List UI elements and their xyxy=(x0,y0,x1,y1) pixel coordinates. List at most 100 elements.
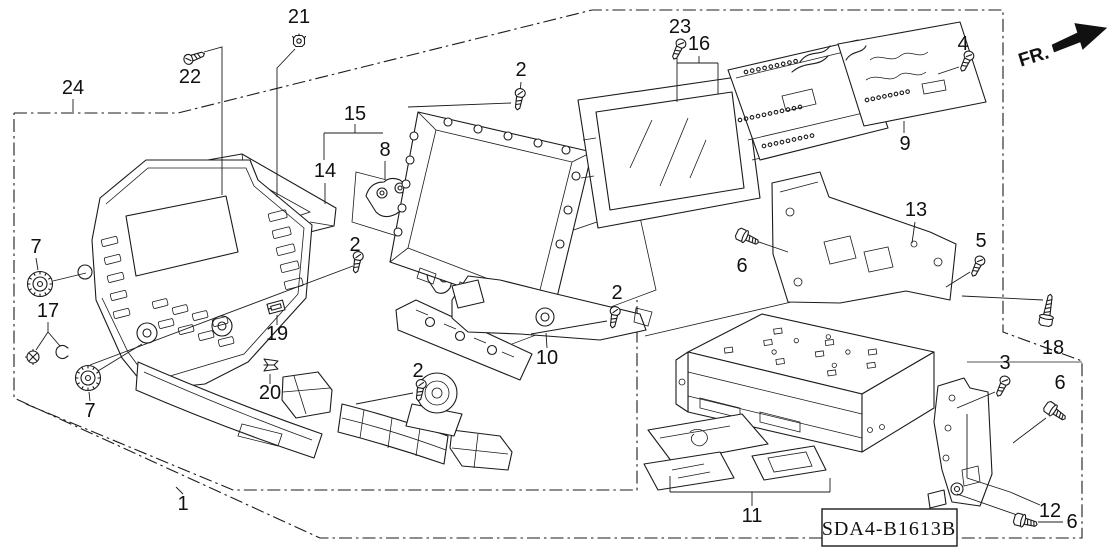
rear-board-back xyxy=(837,21,987,127)
clip-fold-icon xyxy=(263,358,279,372)
leader-line xyxy=(530,320,608,335)
leader-line xyxy=(35,257,39,271)
callout-6: 6 xyxy=(1054,372,1065,394)
callout-9: 9 xyxy=(899,133,910,155)
radio-chassis xyxy=(675,313,935,453)
bolt-long-icon xyxy=(1037,292,1058,328)
parts-layer xyxy=(77,21,993,509)
leader-line xyxy=(407,102,512,108)
callout-20: 20 xyxy=(259,382,281,404)
faceplate-knob-small xyxy=(77,264,93,280)
faceplate-buttons xyxy=(100,209,304,347)
part-code-box: SDA4-B1613B xyxy=(821,508,958,547)
wire-harness xyxy=(791,45,867,73)
leader-line xyxy=(35,331,49,351)
knob-icon xyxy=(74,364,102,392)
leader-line xyxy=(956,493,1018,516)
leader-line xyxy=(911,221,916,244)
bracket-10 xyxy=(451,275,653,341)
leader-line xyxy=(1009,491,1041,506)
leader-line xyxy=(175,486,184,495)
chin-garnish xyxy=(135,361,323,459)
callout-6: 6 xyxy=(1066,511,1077,533)
lcd-display xyxy=(577,75,762,229)
leader-line xyxy=(276,48,296,197)
callout-14: 14 xyxy=(314,160,336,182)
pads xyxy=(643,413,827,491)
bolt-icon xyxy=(733,226,762,250)
leader-line xyxy=(97,343,143,372)
knob-assembly xyxy=(405,372,463,437)
frame-bosses xyxy=(393,117,581,249)
leader-line xyxy=(1012,417,1047,444)
board-connector-dots xyxy=(737,58,910,149)
bolt-icon xyxy=(1012,511,1040,532)
callout-16: 16 xyxy=(688,33,710,55)
callout-3: 3 xyxy=(999,352,1010,374)
leader-line xyxy=(355,392,414,405)
leader-line xyxy=(937,66,960,75)
leader-line xyxy=(203,46,223,195)
callout-17: 17 xyxy=(37,300,59,322)
lcd-glass xyxy=(595,91,745,211)
callout-13: 13 xyxy=(905,199,927,221)
button-strip-pcb xyxy=(395,299,533,381)
bracket-13 xyxy=(771,171,957,304)
leader-line xyxy=(47,331,61,347)
callout-12: 12 xyxy=(1039,500,1061,522)
switch-pods xyxy=(281,371,513,471)
faceplate-knob-right xyxy=(211,315,233,337)
screw-icon xyxy=(992,373,1012,399)
bracket-12 xyxy=(927,377,993,509)
screw-icon xyxy=(967,253,987,279)
callout-2: 2 xyxy=(515,59,526,81)
console-faceplate xyxy=(77,159,313,391)
part-code: SDA4-B1613B xyxy=(822,518,956,540)
clip-c-icon xyxy=(55,344,69,360)
faceplate-knob-left xyxy=(136,322,158,344)
callout-2: 2 xyxy=(611,282,622,304)
knob-icon xyxy=(26,270,54,298)
callout-5: 5 xyxy=(975,230,986,252)
callout-19: 19 xyxy=(266,323,288,345)
leader-line xyxy=(956,391,996,409)
callout-22: 22 xyxy=(179,66,201,88)
leader-line xyxy=(945,271,971,288)
pushnut-icon xyxy=(24,348,40,366)
radio-group-box-edge xyxy=(644,299,801,337)
callout-15: 15 xyxy=(344,103,366,125)
callout-2: 2 xyxy=(412,360,423,382)
switch-group-box xyxy=(25,300,638,491)
chassis-pcb-components xyxy=(723,327,878,377)
leader-line xyxy=(966,477,1011,493)
nut-icon xyxy=(291,33,307,48)
callout-7: 7 xyxy=(84,400,95,422)
callout-21: 21 xyxy=(288,6,310,28)
callout-4: 4 xyxy=(957,33,968,55)
callout-18: 18 xyxy=(1042,337,1064,359)
screw-icon xyxy=(668,36,688,62)
chassis-right xyxy=(861,351,935,453)
display-frame xyxy=(389,111,593,319)
callout-1: 1 xyxy=(177,493,188,515)
screw-icon xyxy=(511,87,527,112)
callout-6: 6 xyxy=(736,255,747,277)
fr-direction: FR. xyxy=(1016,23,1108,71)
leader-line xyxy=(545,332,548,349)
display-opening xyxy=(125,195,239,277)
callout-11: 11 xyxy=(742,505,763,527)
callout-10: 10 xyxy=(536,347,558,369)
screw-icon xyxy=(181,48,207,67)
leader-line xyxy=(755,240,789,253)
leader-line xyxy=(961,295,1044,301)
fr-label: FR. xyxy=(1016,42,1051,71)
callout-8: 8 xyxy=(379,139,390,161)
fr-arrow-icon xyxy=(1051,23,1108,53)
bolt-icon xyxy=(1041,399,1070,425)
leader-line xyxy=(88,391,91,402)
leader-line xyxy=(52,272,87,282)
callout-2: 2 xyxy=(349,234,360,256)
